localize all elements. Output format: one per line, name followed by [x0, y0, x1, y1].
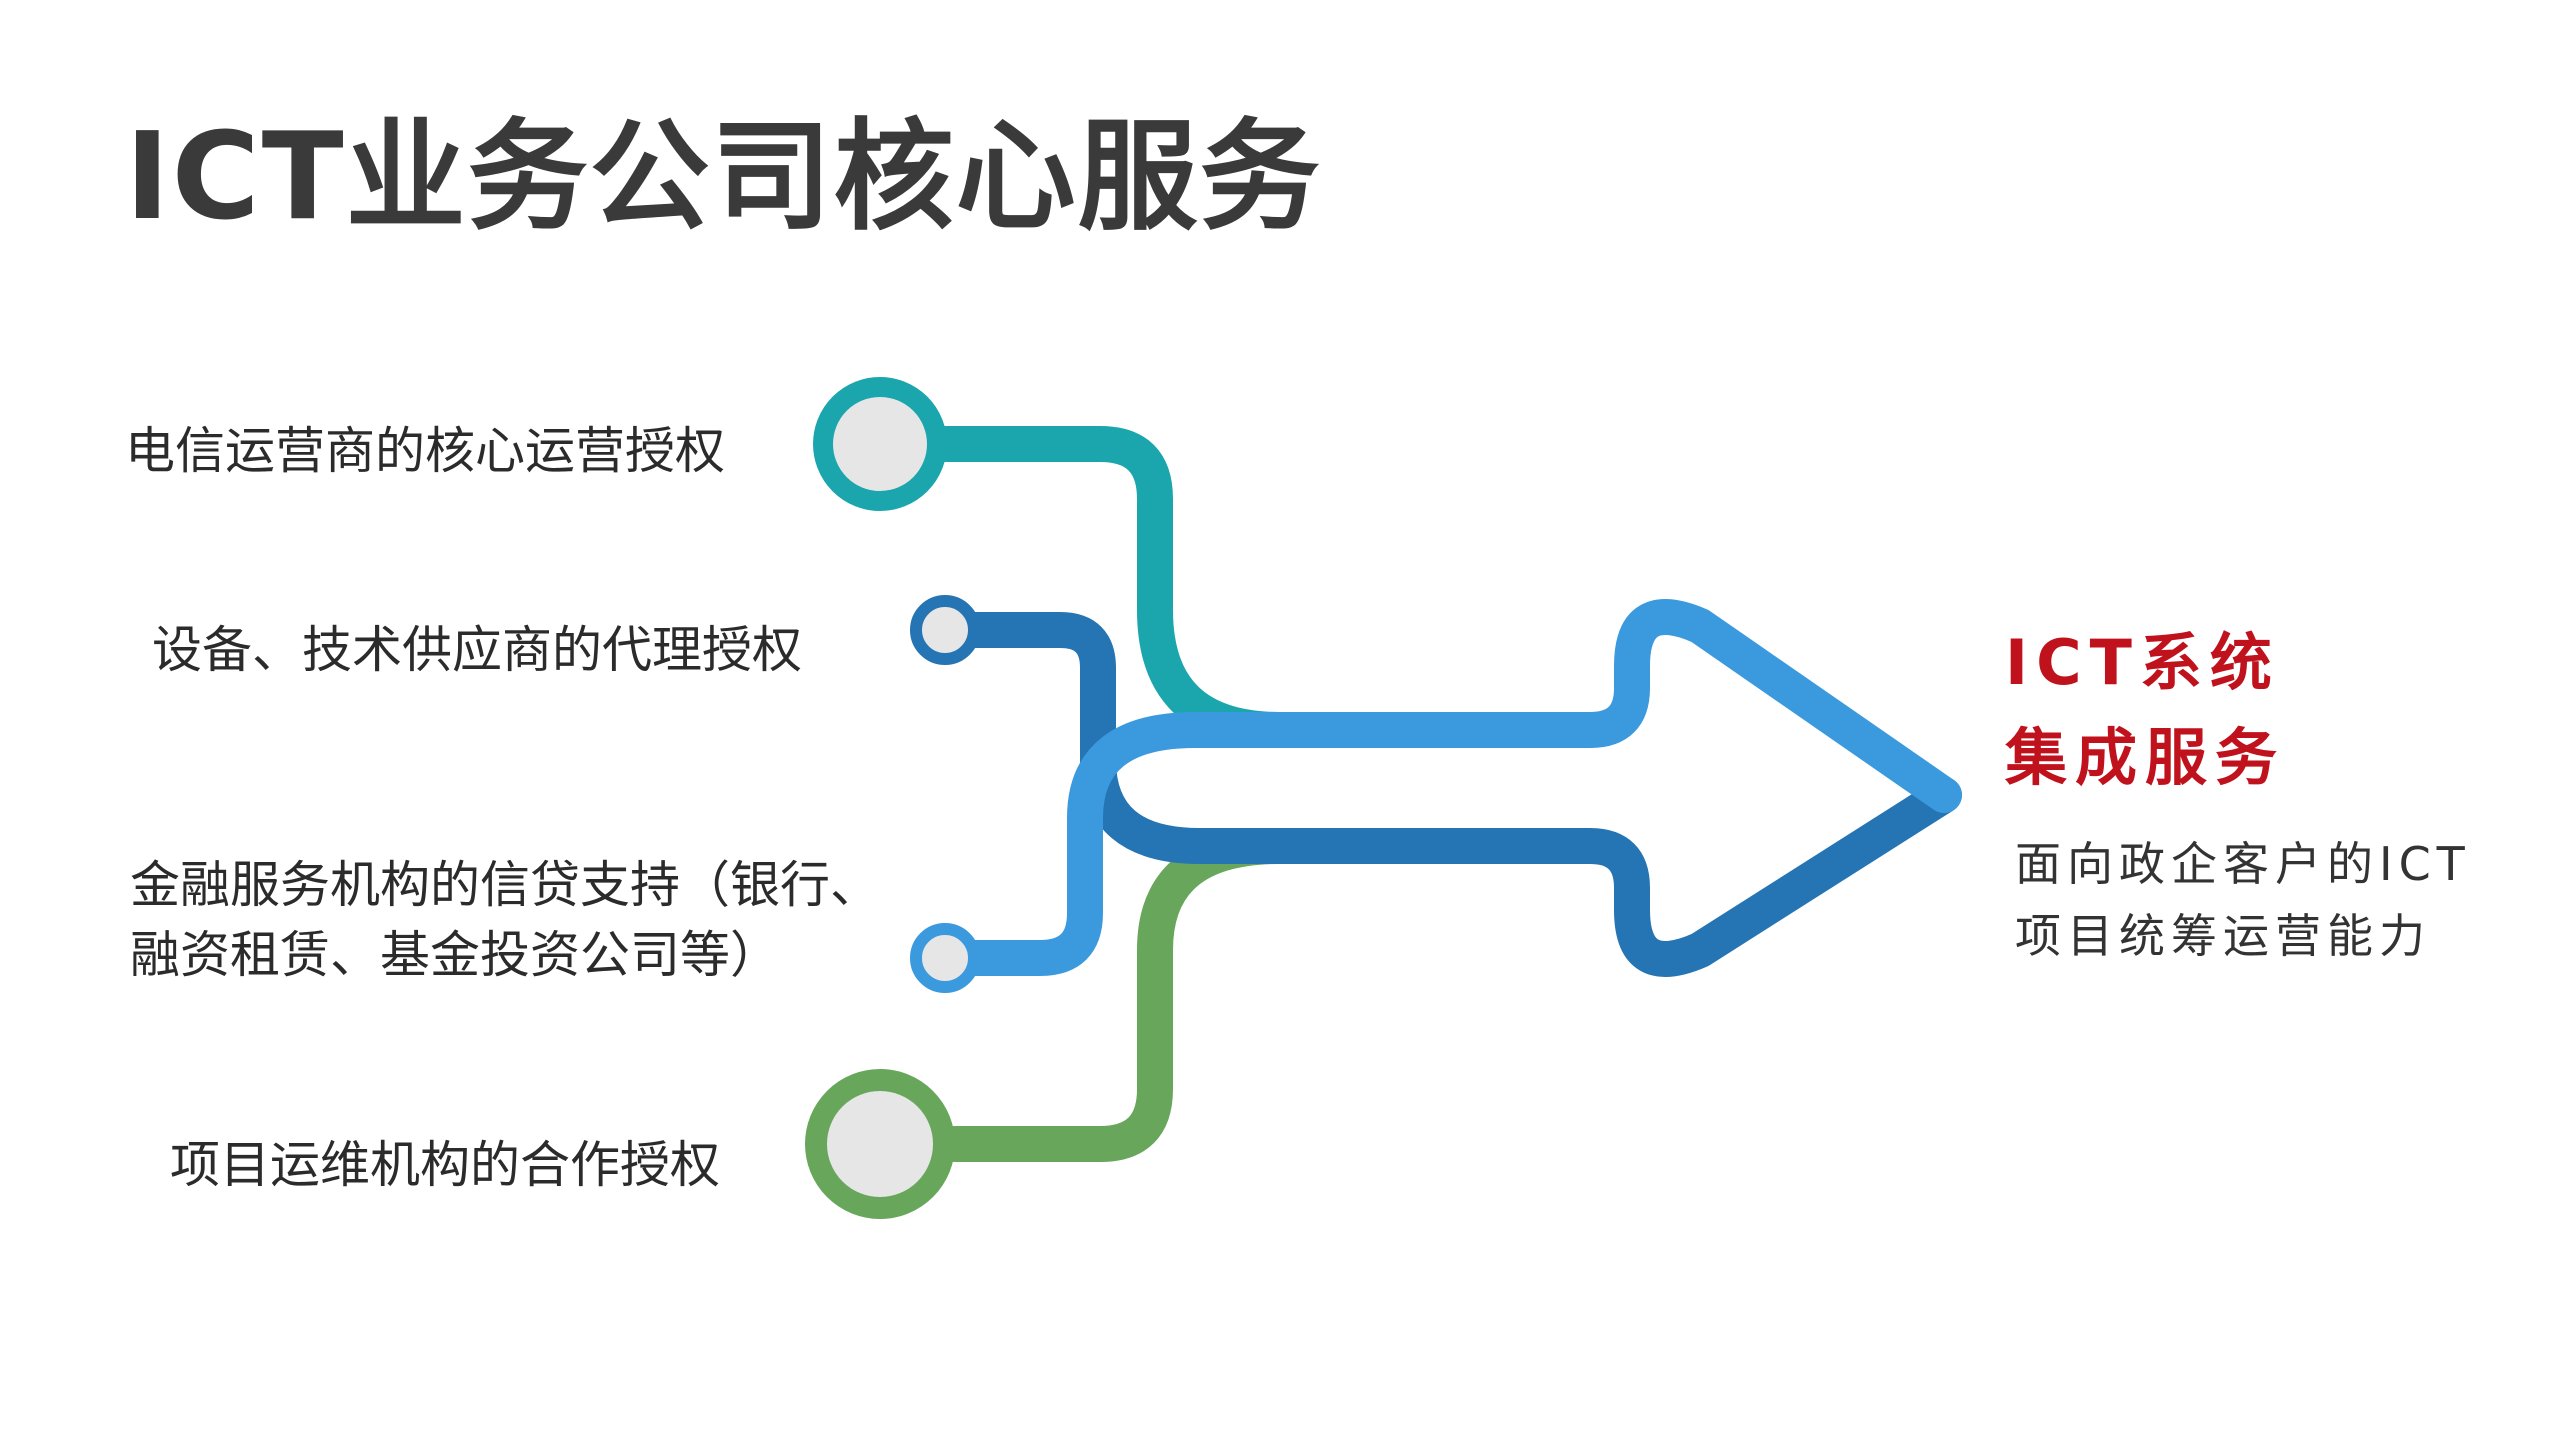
target-title-line: ICT系统 [2005, 626, 2280, 699]
target-title-line: 集成服务 [2005, 721, 2286, 794]
flow-path-finance [927, 599, 1962, 976]
source-label-operations: 项目运维机构的合作授权 [170, 1130, 720, 1200]
target-title: ICT系统 集成服务 [2005, 615, 2285, 805]
target-desc-line: 面向政企客户的ICT [2015, 837, 2471, 891]
node-operations [805, 1069, 955, 1219]
flow-path-telecom [862, 426, 1398, 748]
source-label-line: 融资租赁、基金投资公司等） [130, 926, 780, 984]
node-finance [910, 923, 980, 993]
source-label-telecom: 电信运营商的核心运营授权 [125, 416, 725, 486]
source-label-line: 金融服务机构的信贷支持（银行、 [130, 856, 880, 914]
target-desc-line: 项目统筹运营能力 [2015, 909, 2431, 963]
source-label-equipment: 设备、技术供应商的代理授权 [152, 615, 802, 685]
source-label-line: 电信运营商的核心运营授权 [125, 422, 725, 480]
node-telecom [813, 377, 947, 511]
source-label-line: 设备、技术供应商的代理授权 [152, 621, 802, 679]
node-equipment [910, 595, 980, 665]
flow-path-operations [862, 828, 1398, 1162]
source-label-line: 项目运维机构的合作授权 [170, 1136, 720, 1194]
flow-path-equipment [927, 612, 1962, 977]
target-description: 面向政企客户的ICT 项目统筹运营能力 [2015, 828, 2471, 972]
page-title: ICT业务公司核心服务 [125, 108, 1322, 247]
source-label-finance: 金融服务机构的信贷支持（银行、 融资租赁、基金投资公司等） [130, 850, 880, 990]
